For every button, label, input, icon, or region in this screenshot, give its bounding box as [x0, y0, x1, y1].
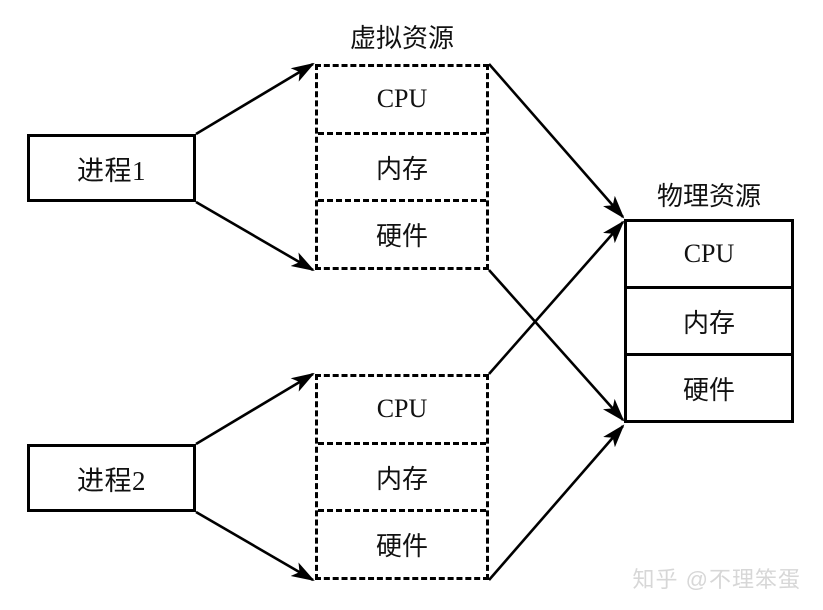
virtual2-cpu-label: CPU	[376, 394, 428, 424]
virtual1-memory-label: 内存	[375, 154, 428, 184]
watermark-text: 知乎 @不理笨蛋	[632, 567, 801, 592]
arrow-virtual1-bottom-to-physical-bottom	[488, 269, 625, 422]
process-1-label: 进程1	[77, 155, 146, 186]
process-1-box[interactable]: 进程1	[27, 134, 196, 202]
arrow-process1-to-virtual1-bottom	[195, 200, 315, 272]
virtual-resource-stack-2: CPU 内存 硬件	[315, 374, 489, 580]
physical-cpu-label: CPU	[683, 239, 735, 268]
arrow-virtual2-bottom-to-physical-bottom	[488, 424, 625, 581]
physical-memory-label: 内存	[682, 308, 735, 338]
arrow-virtual2-top-to-physical-top	[488, 220, 625, 375]
process-2-box[interactable]: 进程2	[27, 444, 196, 512]
virtual-resource-stack-1: CPU 内存 硬件	[315, 64, 489, 270]
arrow-virtual1-top-to-physical-top	[488, 63, 625, 219]
virtual2-hardware-label: 硬件	[375, 532, 428, 562]
physical-resources-caption: 物理资源	[656, 182, 761, 211]
physical-row-hardware: 硬件	[627, 353, 791, 420]
physical-row-memory: 内存	[627, 286, 791, 353]
physical-hardware-label: 硬件	[682, 375, 735, 405]
arrow-process2-to-virtual2-bottom	[195, 510, 315, 582]
virtual1-cpu-label: CPU	[376, 84, 428, 114]
virtual1-hardware-label: 硬件	[375, 222, 428, 252]
physical-row-cpu: CPU	[627, 222, 791, 286]
virtual-resources-caption: 虚拟资源	[349, 24, 454, 53]
arrow-process1-to-virtual1-top	[195, 62, 315, 136]
virtual1-row-hardware: 硬件	[318, 199, 486, 267]
virtual2-row-cpu: CPU	[318, 377, 486, 442]
virtual2-row-hardware: 硬件	[318, 509, 486, 577]
virtual2-row-memory: 内存	[318, 441, 486, 510]
process-2-label: 进程2	[77, 465, 146, 496]
physical-resource-stack: CPU 内存 硬件	[624, 219, 794, 423]
virtual1-row-memory: 内存	[318, 131, 486, 200]
arrow-process2-to-virtual2-top	[195, 372, 315, 446]
virtual2-memory-label: 内存	[375, 464, 428, 494]
virtual1-row-cpu: CPU	[318, 67, 486, 132]
